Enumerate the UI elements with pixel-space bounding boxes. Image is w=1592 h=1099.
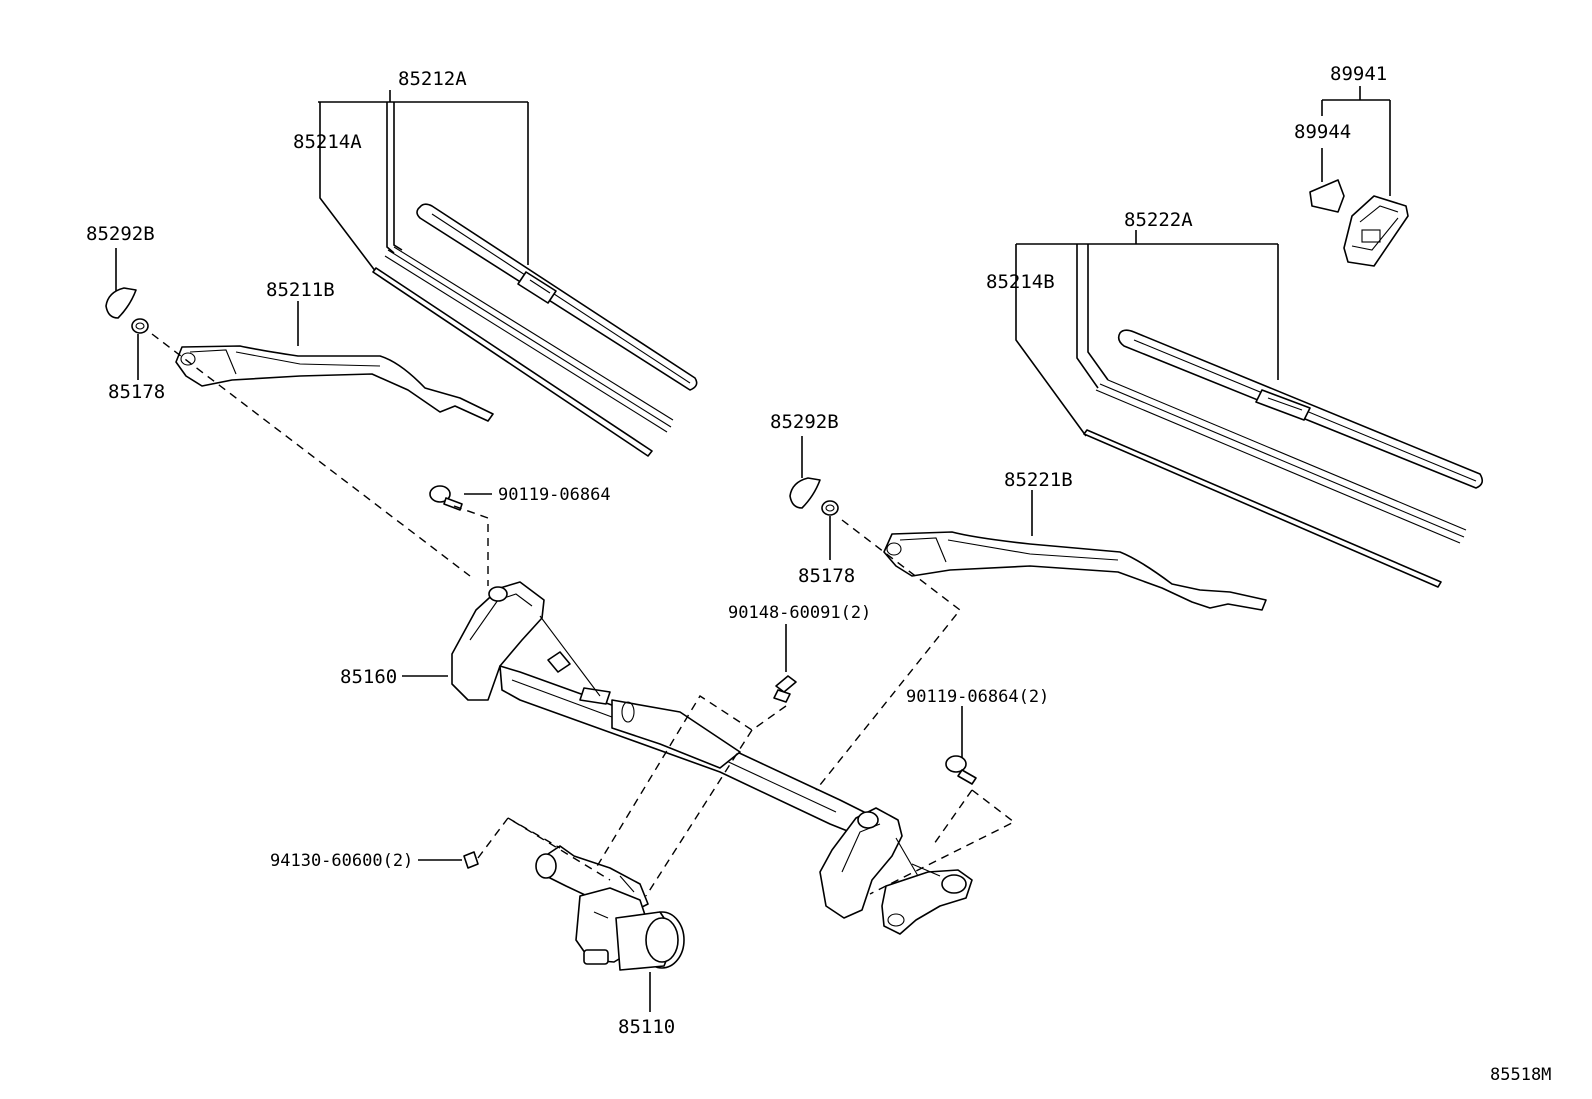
- left-blade-leaders: [318, 90, 529, 273]
- right-blade-leaders: [1015, 230, 1279, 437]
- right-wiper-arm: [883, 490, 1267, 611]
- label-85178-right: 85178: [798, 565, 855, 587]
- label-94130-60600: 94130-60600(2): [270, 851, 413, 871]
- left-blade-rubber-85214A: [372, 246, 674, 457]
- wiper-motor-85110: [535, 845, 685, 1012]
- label-85160: 85160: [340, 666, 397, 688]
- right-blade-rubber-85214B: [1083, 379, 1467, 588]
- label-85214B: 85214B: [986, 271, 1055, 293]
- clip-94130: [418, 851, 479, 869]
- assembly-dashed-lines: [151, 333, 1016, 897]
- part-labels: 85212A 85214A 85292B 85211B 85178 89941 …: [86, 63, 1551, 1085]
- label-85211B: 85211B: [266, 279, 335, 301]
- bolt-90148: [773, 624, 797, 703]
- rain-sensor-leaders: [1321, 86, 1391, 196]
- label-89941: 89941: [1330, 63, 1387, 85]
- right-wiper-blade: [1117, 329, 1484, 489]
- rain-sensor-89941: [1343, 195, 1409, 267]
- left-wiper-blade: [416, 203, 698, 391]
- label-85110: 85110: [618, 1016, 675, 1038]
- label-85221B: 85221B: [1004, 469, 1073, 491]
- rain-sensor-pad-89944: [1309, 179, 1345, 213]
- bolt-90119-top: [429, 485, 492, 511]
- label-85292B-right: 85292B: [770, 411, 839, 433]
- left-cap-85292B: [105, 248, 137, 319]
- label-85214A: 85214A: [293, 131, 362, 153]
- left-wiper-arm: [175, 301, 494, 422]
- left-nut-85178: [131, 318, 149, 380]
- wiper-linkage-85160: [402, 581, 973, 935]
- label-85222A: 85222A: [1124, 209, 1193, 231]
- label-89944: 89944: [1294, 121, 1351, 143]
- label-90119-06864-2: 90119-06864(2): [906, 687, 1049, 707]
- label-85292B-left: 85292B: [86, 223, 155, 245]
- diagram-code: 85518M: [1490, 1065, 1551, 1085]
- label-85212A: 85212A: [398, 68, 467, 90]
- label-85178-left: 85178: [108, 381, 165, 403]
- right-nut-85178: [821, 500, 839, 560]
- label-90119-06864: 90119-06864: [498, 485, 611, 505]
- label-90148-60091: 90148-60091(2): [728, 603, 871, 623]
- right-cap-85292B: [789, 436, 821, 509]
- bolt-90119-right: [945, 706, 977, 785]
